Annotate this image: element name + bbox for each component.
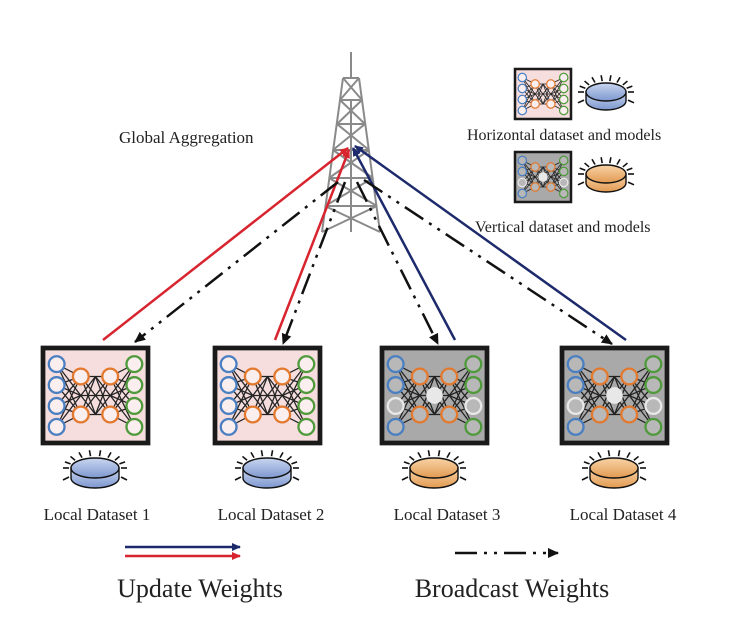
horizontal-legend-label: Horizontal dataset and models xyxy=(467,127,662,144)
vertical-model-icon xyxy=(513,150,573,204)
tower-icon xyxy=(321,52,381,233)
horizontal-dataset-icon xyxy=(577,75,635,111)
local-dataset-disk-2 xyxy=(234,450,300,489)
broadcast-line-3 xyxy=(355,181,440,345)
dataset-label-4: Local Dataset 4 xyxy=(569,505,677,524)
local-model-2 xyxy=(212,345,323,446)
local-model-3 xyxy=(379,345,490,446)
update-weights-label: Update Weights xyxy=(117,574,283,603)
update-line-2 xyxy=(273,149,351,341)
local-model-1 xyxy=(40,345,151,446)
vertical-legend-label: Vertical dataset and models xyxy=(475,219,651,236)
update-weights-legend-icon xyxy=(125,543,241,560)
update-line-4 xyxy=(354,144,627,342)
local-dataset-disk-3 xyxy=(401,450,467,489)
broadcast-line-4 xyxy=(363,178,613,346)
broadcast-weights-label: Broadcast Weights xyxy=(414,574,610,603)
vertical-disk xyxy=(577,157,635,193)
horizontal-model-icon xyxy=(513,67,573,121)
horizontal-model-box xyxy=(513,67,573,121)
vertical-model-box xyxy=(513,150,573,204)
global-aggregation-label: Global Aggregation xyxy=(119,128,254,147)
local-dataset-disk-4 xyxy=(581,450,647,489)
local-model-4 xyxy=(559,345,670,446)
dataset-label-2: Local Dataset 2 xyxy=(217,505,325,524)
update-line-3 xyxy=(351,147,457,341)
dataset-label-1: Local Dataset 1 xyxy=(43,505,151,524)
vertical-dataset-icon xyxy=(577,157,635,193)
horizontal-disk xyxy=(577,75,635,111)
broadcast-line-1 xyxy=(134,181,339,343)
dataset-label-3: Local Dataset 3 xyxy=(393,505,501,524)
local-dataset-disk-1 xyxy=(62,450,128,489)
update-line-1 xyxy=(102,147,349,341)
